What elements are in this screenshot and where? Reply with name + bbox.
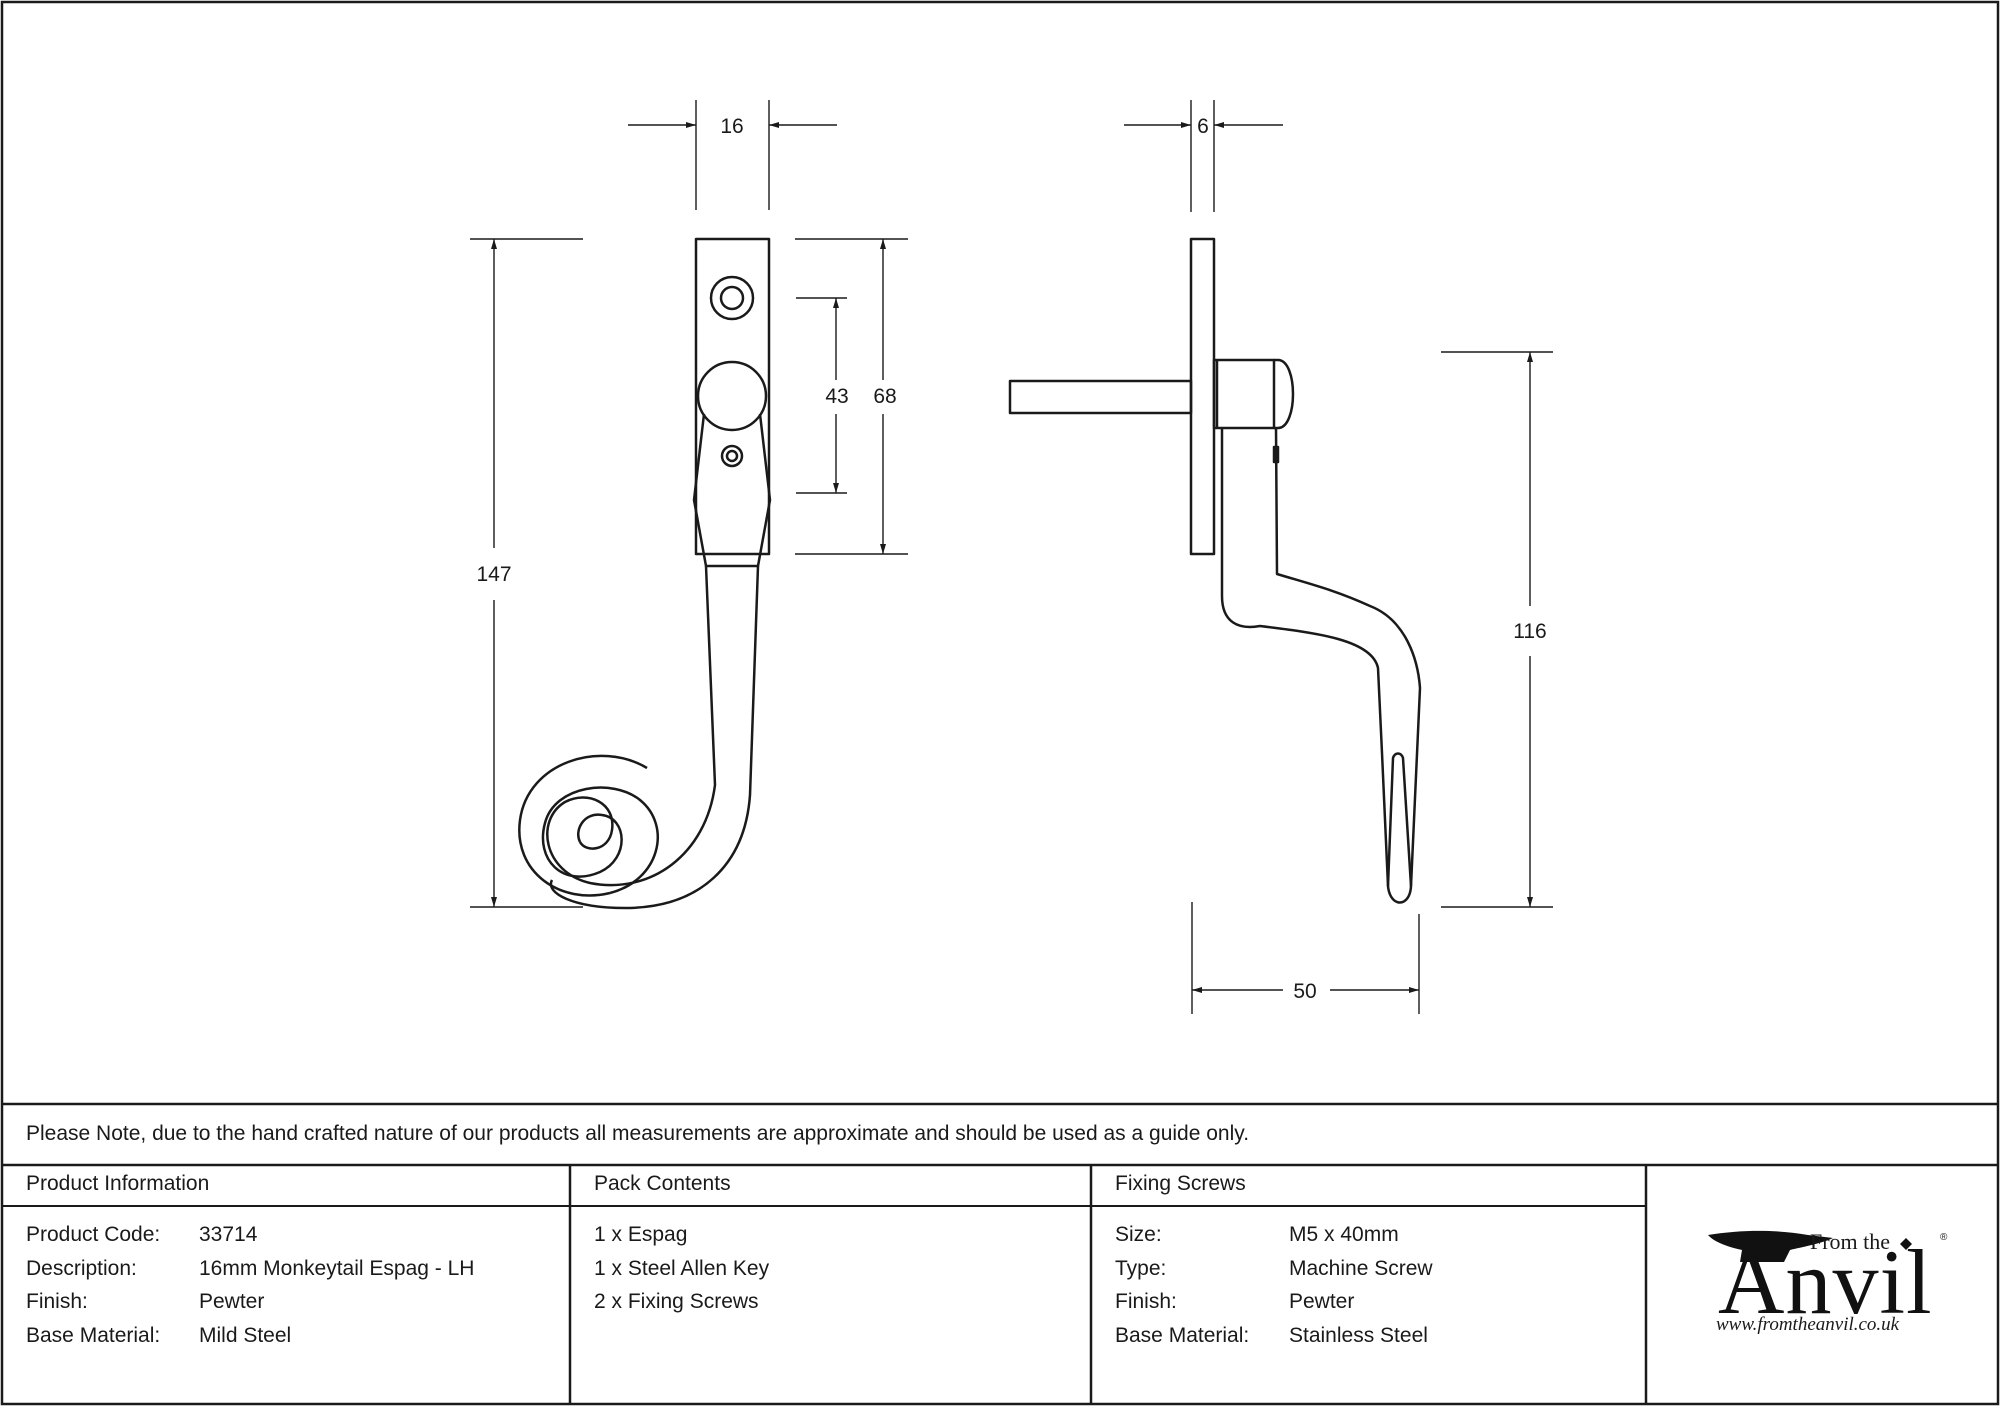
dim-front-hole-spacing: 43	[825, 385, 848, 408]
logo-url: www.fromtheanvil.co.uk	[1716, 1314, 1900, 1335]
screw-type-value: Machine Screw	[1289, 1257, 1433, 1280]
screw-size-value: M5 x 40mm	[1289, 1223, 1399, 1246]
product-information-heading: Product Information	[26, 1172, 210, 1195]
logo-from-the: From the	[1810, 1229, 1891, 1254]
spindle-boss	[696, 360, 768, 432]
grub-screw	[720, 444, 744, 468]
side-handle	[1220, 427, 1422, 904]
finish-value: Pewter	[199, 1290, 265, 1313]
front-backplate	[694, 237, 771, 556]
product-code-value: 33714	[199, 1223, 258, 1246]
dim-side-handle-height: 116	[1513, 620, 1546, 643]
dimension-lines	[470, 100, 1553, 1014]
screw-type-label: Type:	[1115, 1257, 1167, 1280]
dim-side-projection: 50	[1293, 980, 1316, 1003]
monkeytail-handle	[546, 565, 760, 910]
description-label: Description:	[26, 1257, 137, 1280]
dim-front-width: 16	[720, 115, 743, 138]
dim-front-plate-height: 68	[873, 385, 896, 408]
pack-item: 2 x Fixing Screws	[594, 1290, 759, 1313]
base-material-value: Mild Steel	[199, 1324, 292, 1347]
diamond-icon	[1900, 1238, 1912, 1250]
logo-brand-name: Anvil	[1718, 1231, 1933, 1333]
product-code-label: Product Code:	[26, 1223, 161, 1246]
side-backplate	[1189, 237, 1216, 556]
measurement-note: Please Note, due to the hand crafted nat…	[26, 1122, 1250, 1145]
fixing-hole-top	[709, 275, 755, 321]
pack-item: 1 x Steel Allen Key	[594, 1257, 770, 1280]
boss-cap	[1212, 358, 1276, 430]
dim-front-height-total: 147	[476, 563, 511, 586]
pack-item: 1 x Espag	[594, 1223, 688, 1246]
screw-finish-label: Finish:	[1115, 1290, 1177, 1313]
logo-registered: ®	[1940, 1232, 1948, 1243]
description-value: 16mm Monkeytail Espag - LH	[199, 1257, 475, 1280]
screw-material-value: Stainless Steel	[1289, 1324, 1428, 1347]
fixing-screws-heading: Fixing Screws	[1115, 1172, 1246, 1195]
anvil-icon	[1708, 1230, 1833, 1262]
spindle-bar	[1008, 379, 1193, 415]
dimension-labels: 16 147 68 43 6 116 50	[476, 115, 1546, 1003]
dim-side-thickness: 6	[1197, 115, 1209, 138]
front-view	[518, 237, 772, 910]
screw-size-label: Size:	[1115, 1223, 1162, 1246]
screw-finish-value: Pewter	[1289, 1290, 1355, 1313]
handle-neck	[692, 413, 772, 568]
finish-label: Finish:	[26, 1290, 88, 1313]
screw-material-label: Base Material:	[1115, 1324, 1250, 1347]
base-material-label: Base Material:	[26, 1324, 161, 1347]
pack-contents-heading: Pack Contents	[594, 1172, 731, 1195]
side-view	[1008, 237, 1422, 904]
